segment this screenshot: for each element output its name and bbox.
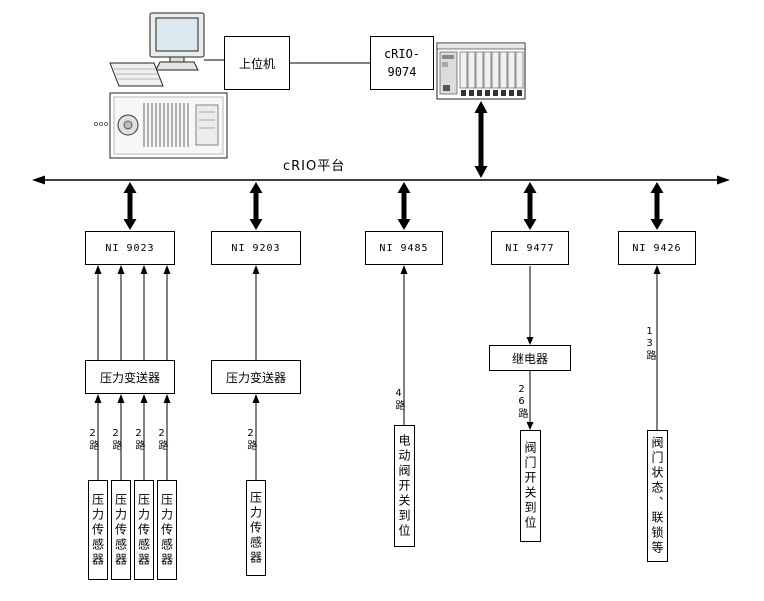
valve-status-box: 阀门状态、联锁等 (647, 430, 668, 562)
pressure-sensor-box: 压力传感器 (134, 480, 154, 580)
relay-label: 继电器 (511, 351, 548, 366)
desktop-monitor-icon (149, 12, 205, 71)
pressure-sensor-box: 压力传感器 (246, 480, 266, 576)
channel-count-label: 2路 (87, 428, 98, 451)
channel-count-label: 2路 (110, 428, 121, 451)
motor-valve-status-box: 电动阀开关到位 (394, 425, 415, 547)
pressure-transmitter-box-2: 压力变送器 (211, 360, 301, 394)
valve-status-label: 阀门状态、联锁等 (650, 436, 664, 556)
server-icon (94, 92, 228, 159)
pressure-sensor-label: 压力传感器 (113, 492, 128, 568)
pressure-sensor-label: 压力传感器 (136, 492, 151, 568)
pressure-sensor-box: 压力传感器 (111, 480, 131, 580)
ni9023-signal-arrows (94, 265, 171, 480)
module-ni9023-label: NI 9023 (105, 242, 155, 254)
pressure-transmitter-box-1: 压力变送器 (85, 360, 175, 394)
controller-label: cRIO-9074 (383, 47, 421, 79)
pressure-sensor-label: 压力传感器 (159, 492, 174, 568)
pressure-sensor-box: 压力传感器 (88, 480, 108, 580)
valve-switch-label: 阀门开关到位 (523, 441, 537, 531)
ni9485-signal-arrows (400, 265, 408, 425)
module-ni9426-box: NI 9426 (618, 231, 696, 265)
bus-line (32, 175, 730, 185)
controller-box: cRIO-9074 (370, 36, 434, 90)
pressure-transmitter-label: 压力变送器 (99, 370, 160, 385)
ni9426-signal-arrows (653, 265, 661, 430)
module-ni9477-label: NI 9477 (505, 242, 555, 254)
ni9477-signal-arrows (526, 266, 534, 430)
valve-switch-box: 阀门开关到位 (520, 430, 541, 542)
channel-count-label: 4路 (393, 388, 404, 411)
channel-count-label: 2路 (156, 428, 167, 451)
relay-box: 继电器 (489, 345, 571, 371)
keyboard-icon (109, 62, 164, 87)
chassis-bus-arrow (474, 101, 488, 178)
pressure-sensor-label: 压力传感器 (248, 490, 263, 566)
host-computer-label: 上位机 (238, 56, 275, 71)
module-ni9485-label: NI 9485 (379, 242, 429, 254)
channel-count-label: 2路 (245, 428, 256, 451)
motor-valve-status-label: 电动阀开关到位 (397, 433, 411, 539)
module-ni9426-label: NI 9426 (632, 242, 682, 254)
channel-count-label: 13路 (644, 326, 655, 361)
host-links (204, 59, 370, 64)
module-ni9203-box: NI 9203 (211, 231, 301, 265)
channel-count-label: 26路 (516, 384, 527, 419)
module-ni9203-label: NI 9203 (231, 242, 281, 254)
module-ni9477-box: NI 9477 (491, 231, 569, 265)
module-ni9023-box: NI 9023 (85, 231, 175, 265)
host-computer-box: 上位机 (224, 36, 290, 90)
platform-label: cRIO平台 (283, 159, 346, 174)
module-ni9485-box: NI 9485 (365, 231, 443, 265)
pressure-sensor-box: 压力传感器 (157, 480, 177, 580)
pressure-sensor-label: 压力传感器 (90, 492, 105, 568)
ni9203-signal-arrows (252, 265, 260, 480)
bus-module-arrows (123, 182, 664, 230)
crio-chassis-icon (436, 42, 526, 100)
channel-count-label: 2路 (133, 428, 144, 451)
pressure-transmitter-label: 压力变送器 (225, 370, 286, 385)
